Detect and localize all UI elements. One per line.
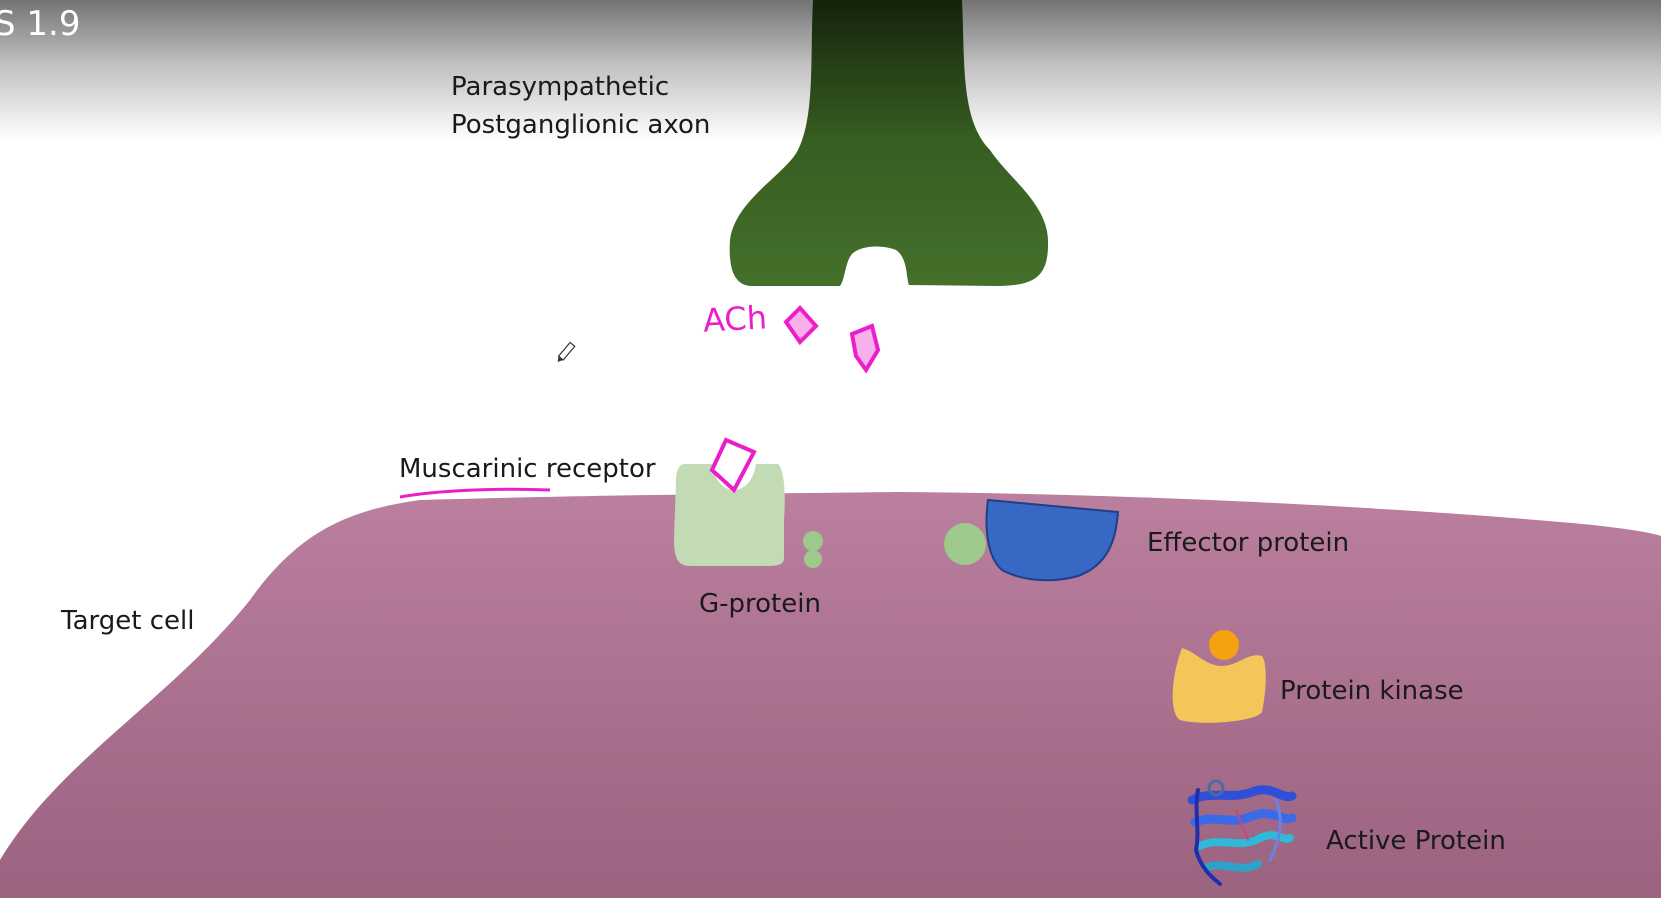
protein-kinase-shape — [1172, 648, 1266, 723]
axon-terminal-shape — [729, 0, 1049, 286]
ach-molecule-2 — [849, 323, 881, 374]
ach-bound-molecule — [709, 437, 757, 494]
g-protein-dot-top — [803, 531, 823, 551]
ach-molecule-1 — [783, 305, 819, 346]
pen-cursor-icon — [557, 341, 576, 362]
muscarinic-receptor-label: Muscarinic receptor — [399, 454, 656, 484]
effector-protein-label: Effector protein — [1147, 528, 1350, 558]
g-protein-dot-bottom — [804, 550, 822, 568]
axon-label-line2: Postganglionic axon — [451, 110, 711, 140]
muscarinic-underline — [399, 487, 551, 499]
muscarinic-receptor-shape — [674, 464, 785, 566]
protein-kinase-label: Protein kinase — [1280, 676, 1464, 706]
kinase-activator-dot — [1209, 630, 1239, 660]
slide-number: S 1.9 — [0, 4, 81, 44]
effector-protein-shape — [985, 498, 1120, 582]
axon-label-line1: Parasympathetic — [451, 72, 670, 102]
g-protein-bound-circle — [944, 523, 986, 565]
target-cell-label: Target cell — [61, 606, 195, 636]
g-protein-label: G-protein — [699, 589, 821, 619]
active-protein-ribbon — [1187, 779, 1297, 886]
active-protein-label: Active Protein — [1326, 826, 1506, 856]
ach-label: ACh — [702, 298, 768, 340]
